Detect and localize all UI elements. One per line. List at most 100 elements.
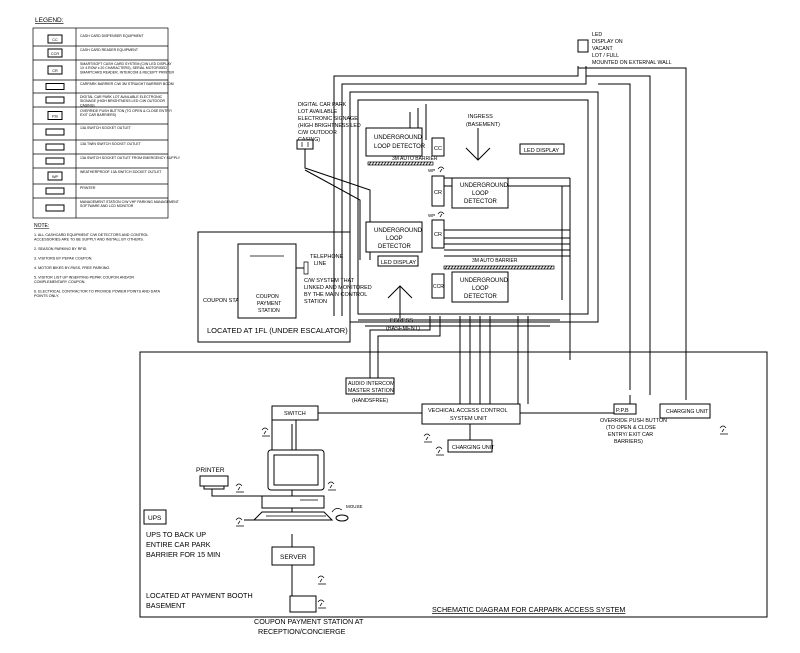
led-wall-display: LED DISPLAY ON VACANT LOT / FULL MOUNTED… bbox=[577, 32, 672, 66]
svg-text:BARRIER FOR 15 MIN: BARRIER FOR 15 MIN bbox=[146, 550, 220, 559]
svg-text:LOCATED AT 1FL (UNDER ESCALATO: LOCATED AT 1FL (UNDER ESCALATOR) bbox=[207, 326, 348, 335]
network-switch: SWITCH bbox=[261, 405, 319, 437]
svg-text:DIGITAL CAR PARK: DIGITAL CAR PARK bbox=[298, 102, 347, 108]
svg-text:P.P.B: P.P.B bbox=[616, 408, 629, 414]
loop-detector-left: UNDERGROUND LOOP DETECTOR LED DISPLAY bbox=[365, 221, 423, 267]
top-barrier: 3M AUTO BARRIER bbox=[367, 156, 438, 166]
svg-text:LOCATED AT PAYMENT BOOTH: LOCATED AT PAYMENT BOOTH bbox=[146, 591, 253, 600]
svg-text:LOT AVAILABLE: LOT AVAILABLE bbox=[298, 109, 338, 115]
svg-text:LED DISPLAY: LED DISPLAY bbox=[524, 148, 559, 154]
svg-text:TELEPHONE: TELEPHONE bbox=[310, 254, 344, 260]
note-item: 6. ELECTRICAL CONTRACTOR TO PROVIDE POWE… bbox=[34, 290, 160, 299]
legend-symbol: CR bbox=[52, 69, 58, 73]
svg-text:LOOP DETECTOR: LOOP DETECTOR bbox=[374, 144, 426, 150]
legend-text: 13A SWITCH SOCKET OUTLET FROM EMERGENCY … bbox=[80, 156, 181, 160]
svg-text:ENTIRE CAR PARK: ENTIRE CAR PARK bbox=[146, 540, 211, 549]
svg-text:(HIGH BRIGHTNESS LED: (HIGH BRIGHTNESS LED bbox=[298, 123, 361, 129]
svg-text:VECHICAL ACCESS CONTROL: VECHICAL ACCESS CONTROL bbox=[428, 408, 508, 414]
svg-text:LINKED AND MONITORED: LINKED AND MONITORED bbox=[304, 285, 372, 291]
svg-text:PAYMENT: PAYMENT bbox=[257, 301, 282, 307]
svg-text:(BASEMENT): (BASEMENT) bbox=[466, 122, 500, 128]
svg-text:CR: CR bbox=[434, 232, 442, 238]
svg-text:SYSTEM UNIT: SYSTEM UNIT bbox=[450, 416, 488, 422]
svg-text:STATION: STATION bbox=[258, 308, 280, 314]
legend-text: CARPARK BARRIER C/W 3M STRAIGHT BARRIER … bbox=[80, 82, 174, 86]
legend-text: SMART/SOFT CASH CARD SYSTEM (C/W LED DIS… bbox=[80, 62, 174, 74]
svg-text:3M AUTO BARRIER: 3M AUTO BARRIER bbox=[392, 156, 438, 162]
wiring bbox=[304, 66, 687, 404]
svg-text:WP: WP bbox=[428, 213, 435, 218]
legend-text: 13A SWITCH SOCKET OUTLET bbox=[80, 126, 132, 130]
svg-text:STATION: STATION bbox=[304, 299, 327, 305]
server: SERVER bbox=[271, 546, 326, 585]
loop-detector-right-1: UNDERGROUND LOOP DETECTOR bbox=[451, 177, 509, 209]
svg-text:SERVER: SERVER bbox=[280, 554, 307, 561]
legend-text: WEATHERPROOF 13A SWITCH SOCKET OUTLET bbox=[80, 170, 162, 174]
legend-symbol: CC bbox=[52, 38, 58, 42]
svg-text:(TO OPEN & CLOSE: (TO OPEN & CLOSE bbox=[606, 425, 656, 431]
legend-text: MANAGEMENT STATION C/W VHF PARKING MANAG… bbox=[80, 200, 180, 208]
svg-text:LOOP: LOOP bbox=[386, 236, 403, 242]
svg-text:DETECTOR: DETECTOR bbox=[464, 199, 498, 205]
svg-text:DISPLAY ON: DISPLAY ON bbox=[592, 39, 623, 45]
payment-booth bbox=[139, 351, 768, 618]
diagram-title: SCHEMATIC DIAGRAM FOR CARPARK ACCESS SYS… bbox=[432, 605, 625, 614]
audio-intercom: AUDIO INTERCOM MASTER STATION (HANDSFREE… bbox=[345, 377, 395, 404]
svg-text:COUPON: COUPON bbox=[256, 294, 279, 300]
note-item: 2. SEASON PARKING BY RFID. bbox=[34, 247, 87, 251]
coupon-station-1fl: COUPON STATION COUPON PAYMENT STATION TE… bbox=[197, 231, 372, 343]
vehicle-access-control-unit: VECHICAL ACCESS CONTROL SYSTEM UNIT CHAR… bbox=[421, 403, 521, 456]
ups: UPS UPS TO BACK UP ENTIRE CAR PARK BARRI… bbox=[143, 509, 244, 559]
svg-text:MASTER STATION: MASTER STATION bbox=[348, 388, 394, 394]
svg-text:LOOP: LOOP bbox=[472, 286, 489, 292]
management-station: MOUSE bbox=[252, 449, 363, 522]
booth-location: LOCATED AT PAYMENT BOOTH BASEMENT COUPON… bbox=[146, 591, 364, 636]
legend-text: CASH CARD READER EQUIPMENT bbox=[80, 48, 139, 52]
svg-text:(HANDSFREE): (HANDSFREE) bbox=[352, 398, 388, 404]
svg-text:WP: WP bbox=[428, 168, 435, 173]
svg-text:UNDERGROUND: UNDERGROUND bbox=[374, 228, 423, 234]
printer: PRINTER bbox=[196, 467, 244, 493]
egress-area: EGRESS (BASEMENT) bbox=[386, 285, 420, 332]
svg-text:SWITCH: SWITCH bbox=[284, 411, 306, 417]
svg-text:(BASEMENT): (BASEMENT) bbox=[386, 326, 420, 332]
svg-text:CR: CR bbox=[434, 190, 442, 196]
svg-text:CHARGING UNIT: CHARGING UNIT bbox=[452, 445, 495, 451]
ingress-area: UNDERGROUND LOOP DETECTOR INGRESS (BASEM… bbox=[365, 114, 565, 161]
svg-text:COUPON STATION: COUPON STATION bbox=[203, 298, 252, 304]
svg-text:C/W SYSTEM THAT: C/W SYSTEM THAT bbox=[304, 278, 355, 284]
svg-text:EGRESS: EGRESS bbox=[390, 318, 413, 324]
svg-text:VACANT: VACANT bbox=[592, 46, 613, 52]
legend-symbol: P.B bbox=[52, 115, 58, 119]
svg-text:INGRESS: INGRESS bbox=[468, 114, 493, 120]
svg-text:OVERRIDE PUSH BUTTON: OVERRIDE PUSH BUTTON bbox=[600, 418, 667, 424]
svg-text:C/W OUTDOOR: C/W OUTDOOR bbox=[298, 130, 337, 136]
legend-text: CASH CARD DISPENSER EQUIPMENT bbox=[80, 34, 144, 38]
svg-text:UNDERGROUND: UNDERGROUND bbox=[460, 278, 509, 284]
svg-text:LED DISPLAY: LED DISPLAY bbox=[381, 260, 416, 266]
car-park-signage: DIGITAL CAR PARK LOT AVAILABLE ELECTRONI… bbox=[296, 102, 361, 150]
charging-unit-right: CHARGING UNIT bbox=[659, 403, 728, 435]
svg-text:BY THE MAIN CONTROL: BY THE MAIN CONTROL bbox=[304, 292, 367, 298]
svg-text:DETECTOR: DETECTOR bbox=[378, 244, 412, 250]
svg-text:LOT / FULL: LOT / FULL bbox=[592, 53, 619, 59]
svg-text:BASEMENT: BASEMENT bbox=[146, 601, 186, 610]
note-item: 3. VISITORS BY PEPAK COUPON. bbox=[34, 257, 92, 261]
legend-text: OVERRIDE PUSH BUTTON (TO OPEN & CLOSE EN… bbox=[80, 109, 172, 117]
svg-text:CHARGING UNIT: CHARGING UNIT bbox=[666, 409, 709, 415]
note-item: 5. VISITOR LIST UP INSERTING PEPAK COUPO… bbox=[34, 276, 134, 285]
note-item: 1. ALL CASHCARD EQUIPMENT C/W DETECTORS … bbox=[34, 233, 148, 242]
loop-detector-right-2: UNDERGROUND LOOP DETECTOR bbox=[451, 271, 509, 303]
svg-text:RECEPTION/CONCIERGE: RECEPTION/CONCIERGE bbox=[258, 627, 346, 636]
svg-text:MOUSE: MOUSE bbox=[346, 504, 363, 509]
svg-text:UNDERGROUND: UNDERGROUND bbox=[374, 135, 423, 141]
legend-text: 13A TWIN SWITCH SOCKET OUTLET bbox=[80, 142, 142, 146]
notes-title: NOTE: bbox=[34, 223, 49, 229]
svg-text:DETECTOR: DETECTOR bbox=[464, 294, 498, 300]
legend-symbol: CCR bbox=[51, 52, 59, 56]
legend-text: DIGITAL CAR PARK LOT AVAILABLE ELECTRONI… bbox=[80, 95, 165, 107]
lane-devices: CC CR CR CCR WP WP bbox=[428, 137, 445, 299]
override-push-button: P.P.B OVERRIDE PUSH BUTTON (TO OPEN & CL… bbox=[600, 403, 667, 445]
svg-text:CC: CC bbox=[434, 146, 442, 152]
